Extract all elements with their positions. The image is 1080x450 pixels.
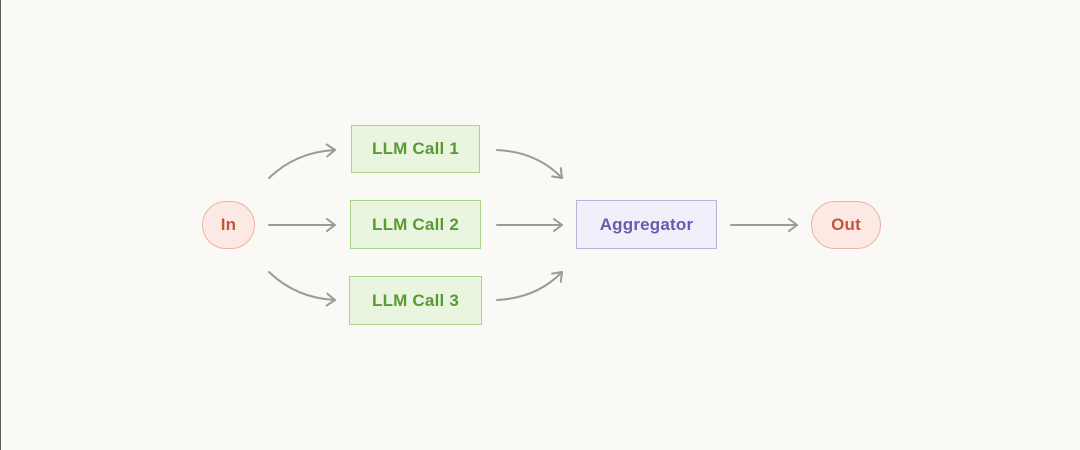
llm-call-3-node: LLM Call 3 — [349, 276, 482, 325]
arrow-in-to-call-1 — [268, 143, 336, 179]
arrow-call-1-to-aggregator — [496, 149, 563, 179]
llm-call-1-label: LLM Call 1 — [371, 139, 459, 158]
aggregator-label: Aggregator — [599, 214, 694, 234]
llm-call-2-node: LLM Call 2 — [350, 200, 481, 249]
llm-call-1-node: LLM Call 1 — [351, 125, 480, 173]
input-node-label: In — [220, 215, 237, 234]
input-node: In — [202, 201, 255, 249]
llm-call-3-label: LLM Call 3 — [371, 290, 459, 310]
llm-call-2-label: LLM Call 2 — [371, 214, 459, 234]
arrow-call-3-to-aggregator — [496, 271, 563, 301]
output-node-label: Out — [831, 215, 861, 234]
output-node: Out — [811, 201, 881, 249]
arrow-in-to-call-3 — [268, 271, 336, 307]
aggregator-node: Aggregator — [576, 200, 717, 249]
